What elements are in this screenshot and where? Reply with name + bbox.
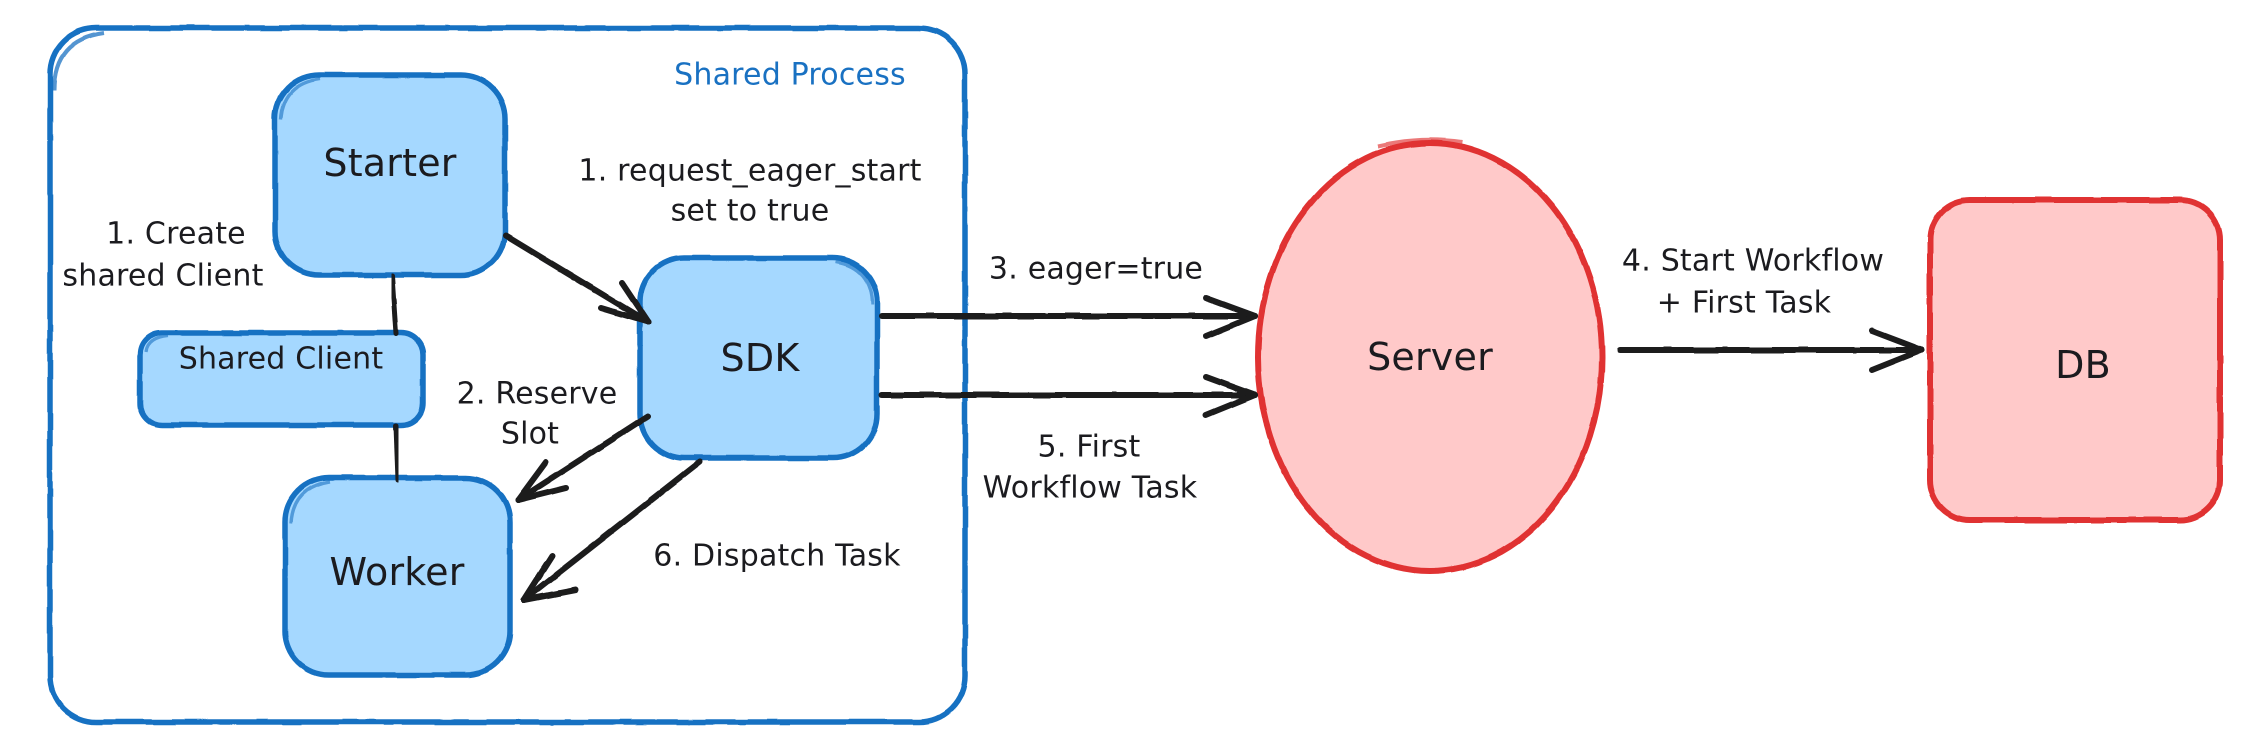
edge-6-sdk-to-worker <box>521 459 703 603</box>
edge-4-server-to-db <box>1617 328 1925 373</box>
group-label-shared-process: Shared Process <box>674 57 906 93</box>
edge-starter-shared-client-worker <box>389 273 401 483</box>
edge-5-server-to-sdk <box>879 374 1258 418</box>
edge-label-3: 3. eager=true <box>988 251 1204 287</box>
node-shared-client-shape[interactable] <box>137 330 426 428</box>
edge-3-sdk-to-server <box>879 295 1258 339</box>
edge-label-1-line2: set to true <box>670 193 830 229</box>
edge-label-5-line2: Workflow Task <box>982 470 1198 506</box>
node-server-shape[interactable] <box>1255 137 1605 574</box>
node-sdk-shape[interactable] <box>637 255 880 461</box>
edge-layer <box>389 233 1925 603</box>
edge-label-2-line1: 2. Reserve <box>456 376 618 412</box>
edge-label-create-line1: 1. Create <box>106 216 246 252</box>
node-label-db: DB <box>2055 342 2111 387</box>
edge-2-sdk-to-worker <box>515 413 651 503</box>
edge-label-5-line1: 5. First <box>1037 429 1141 465</box>
edge-label-4-line2: + First Task <box>1656 285 1832 321</box>
group-shared-process <box>47 25 968 725</box>
edge-1-starter-to-sdk <box>503 233 651 325</box>
edge-label-6: 6. Dispatch Task <box>653 538 901 574</box>
edge-label-4-line1: 4. Start Workflow <box>1621 243 1885 279</box>
node-label-worker: Worker <box>329 549 465 594</box>
node-label-server: Server <box>1367 334 1493 379</box>
edge-label-create-line2: shared Client <box>62 258 264 294</box>
node-label-sdk: SDK <box>720 335 800 380</box>
edge-label-2-line2: Slot <box>500 416 560 452</box>
edge-label-1-line1: 1. request_eager_start <box>578 153 922 189</box>
node-db-shape[interactable] <box>1927 197 2223 523</box>
node-label-shared-client: Shared Client <box>178 341 384 377</box>
node-label-starter: Starter <box>323 140 457 185</box>
